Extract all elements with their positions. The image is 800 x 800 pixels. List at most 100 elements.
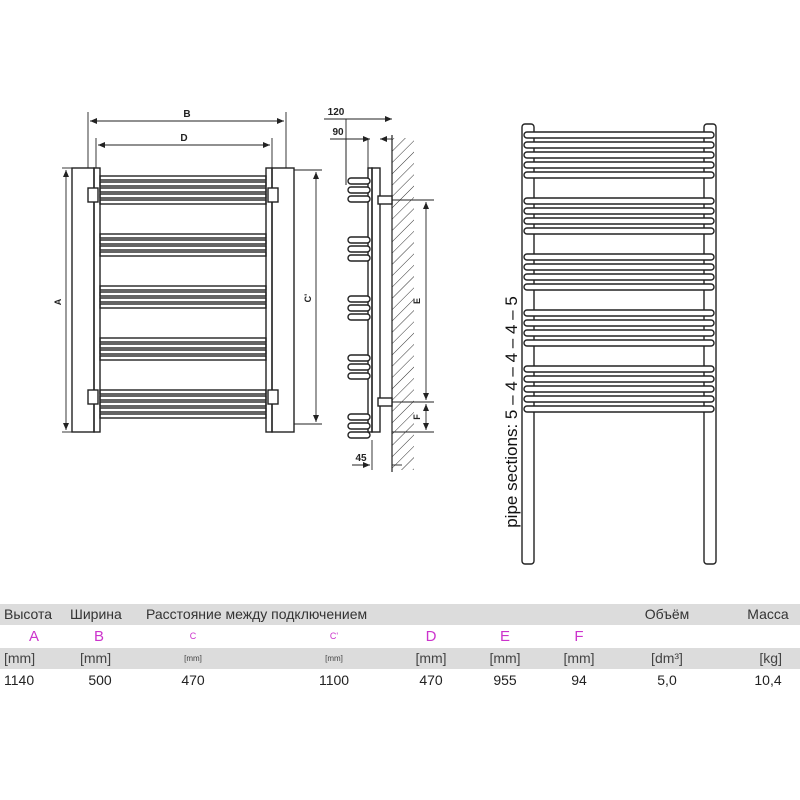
side-pipe bbox=[347, 413, 371, 421]
dim-a-label: A bbox=[53, 298, 63, 305]
dim-120-label: 120 bbox=[328, 107, 345, 118]
header-row: Высота Ширина Расстояние между подключен… bbox=[0, 604, 800, 625]
pipe-sections-label: pipe sections: 5 – 4 – 4 – 4 – 5 bbox=[502, 296, 521, 528]
dim-b-label: B bbox=[183, 109, 190, 120]
front-pipe bbox=[99, 175, 267, 181]
letter-b: B bbox=[93, 628, 105, 645]
front-pipe bbox=[99, 285, 267, 291]
side-pipe bbox=[347, 245, 371, 253]
dim-e-label: E bbox=[412, 298, 422, 304]
side-pipe bbox=[347, 304, 371, 312]
value-d: 470 bbox=[419, 672, 443, 688]
side-pipe bbox=[347, 431, 371, 439]
side-pipe bbox=[347, 313, 371, 321]
letter-f: F bbox=[574, 628, 584, 645]
front-pipe bbox=[99, 303, 267, 309]
header-volume: Объём bbox=[644, 606, 690, 622]
section-pipe bbox=[523, 319, 715, 327]
section-pipe bbox=[523, 171, 715, 179]
sections-view bbox=[521, 123, 717, 565]
front-pipes bbox=[99, 175, 267, 419]
section-pipe bbox=[523, 217, 715, 225]
side-pipe bbox=[347, 295, 371, 303]
section-pipes bbox=[523, 131, 715, 413]
front-pipe bbox=[99, 355, 267, 361]
value-e: 955 bbox=[493, 672, 517, 688]
front-pipe bbox=[99, 407, 267, 413]
unit-c: [mm] bbox=[184, 654, 202, 663]
value-mass: 10,4 bbox=[754, 672, 782, 688]
letter-d: D bbox=[425, 628, 437, 645]
section-pipe bbox=[523, 273, 715, 281]
value-a: 1140 bbox=[4, 672, 35, 688]
unit-c-prime: [mm] bbox=[325, 654, 343, 663]
front-pipe bbox=[99, 401, 267, 407]
section-pipe bbox=[523, 141, 715, 149]
front-pipe bbox=[99, 233, 267, 239]
side-pipe bbox=[347, 254, 371, 262]
front-pipe bbox=[99, 239, 267, 245]
section-pipe bbox=[523, 375, 715, 383]
section-pipe bbox=[523, 395, 715, 403]
letter-c: C bbox=[189, 631, 197, 641]
section-pipe bbox=[523, 405, 715, 413]
header-height: Высота bbox=[4, 606, 53, 622]
section-pipe bbox=[523, 197, 715, 205]
side-view bbox=[347, 135, 414, 472]
section-pipe bbox=[523, 385, 715, 393]
section-pipe bbox=[523, 309, 715, 317]
unit-d: [mm] bbox=[415, 650, 447, 666]
dim-90-label: 90 bbox=[332, 127, 344, 138]
front-pipe bbox=[99, 245, 267, 251]
header-width: Ширина bbox=[70, 606, 122, 622]
unit-b: [mm] bbox=[80, 650, 112, 666]
section-pipe bbox=[523, 365, 715, 373]
section-pipe bbox=[523, 339, 715, 347]
section-pipe bbox=[523, 227, 715, 235]
dim-c-prime-label: C' bbox=[303, 294, 313, 303]
unit-row: [mm] [mm] [mm] [mm] [mm] [mm] [mm] [dm³]… bbox=[0, 648, 800, 669]
side-pipe bbox=[347, 372, 371, 380]
side-pipe bbox=[347, 186, 371, 194]
value-row: 1140 500 470 1100 470 955 94 5,0 10,4 bbox=[0, 670, 800, 691]
side-pipe bbox=[347, 177, 371, 185]
side-pipe bbox=[347, 363, 371, 371]
side-pipe bbox=[347, 422, 371, 430]
dim-f-label: F bbox=[412, 414, 422, 420]
section-pipe bbox=[523, 131, 715, 139]
side-pipe bbox=[347, 236, 371, 244]
header-mass: Масса bbox=[747, 606, 789, 622]
value-f: 94 bbox=[571, 672, 587, 688]
front-pipe bbox=[99, 297, 267, 303]
unit-e: [mm] bbox=[489, 650, 521, 666]
unit-a: [mm] bbox=[4, 650, 36, 666]
dim-d-label: D bbox=[180, 133, 187, 144]
section-pipe bbox=[523, 207, 715, 215]
spec-table: Высота Ширина Расстояние между подключен… bbox=[0, 604, 800, 694]
header-distance: Расстояние между подключением bbox=[146, 606, 368, 622]
unit-volume: [dm³] bbox=[651, 650, 683, 666]
front-pipe bbox=[99, 193, 267, 199]
unit-f: [mm] bbox=[563, 650, 595, 666]
side-pipe-profiles bbox=[347, 177, 371, 439]
letter-a: A bbox=[28, 628, 40, 645]
front-pipe bbox=[99, 181, 267, 187]
section-pipe bbox=[523, 151, 715, 159]
front-pipe bbox=[99, 199, 267, 205]
section-pipe bbox=[523, 161, 715, 169]
front-pipe bbox=[99, 413, 267, 419]
front-pipe bbox=[99, 187, 267, 193]
value-b: 500 bbox=[88, 672, 112, 688]
front-pipe bbox=[99, 349, 267, 355]
value-volume: 5,0 bbox=[657, 672, 677, 688]
letter-c-prime: C' bbox=[329, 631, 339, 641]
unit-mass: [kg] bbox=[759, 650, 782, 666]
section-pipe bbox=[523, 263, 715, 271]
front-pipe bbox=[99, 395, 267, 401]
section-pipe bbox=[523, 329, 715, 337]
dim-45-label: 45 bbox=[355, 453, 367, 464]
front-dimensions bbox=[62, 112, 322, 433]
letter-e: E bbox=[499, 628, 511, 645]
front-pipe bbox=[99, 251, 267, 257]
value-c: 470 bbox=[181, 672, 205, 688]
